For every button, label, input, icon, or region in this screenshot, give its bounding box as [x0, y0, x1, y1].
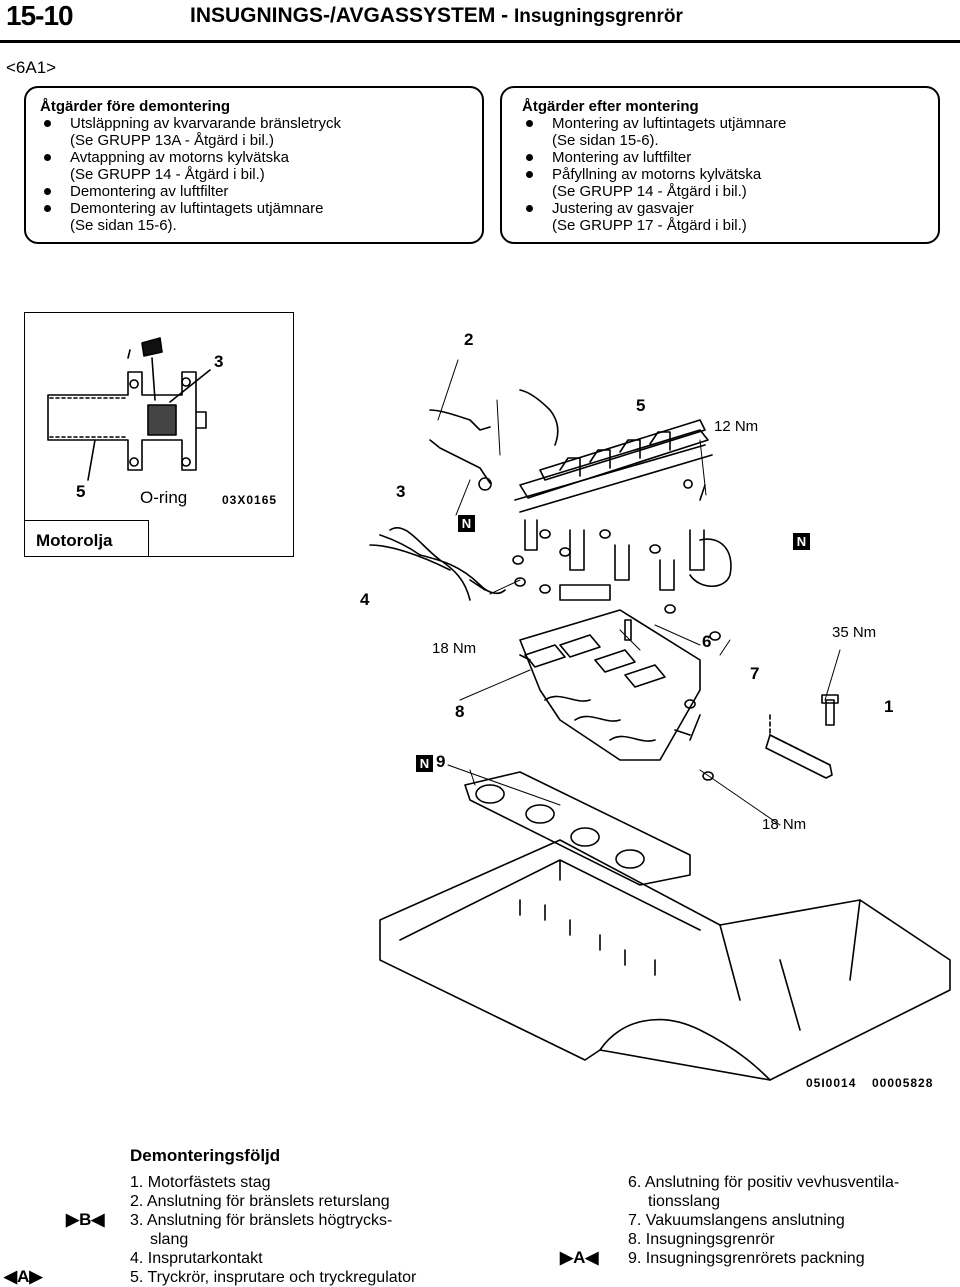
- removal-sequence-heading: Demonteringsföljd: [130, 1146, 281, 1165]
- list-item: Påfyllning av motorns kylvätska(Se GRUPP…: [522, 166, 786, 200]
- list-item: Montering av luftintagets utjämnare(Se s…: [522, 115, 786, 149]
- fuel-rail-drawing: [369, 389, 732, 641]
- title-separator: -: [495, 4, 514, 27]
- leader-lines: [437, 359, 841, 826]
- list-item: 7. Vakuumslangens anslutning: [628, 1212, 845, 1229]
- before-removal-list: Utsläppning av kvarvarande bränsletryck(…: [40, 115, 341, 234]
- bullet-icon: [526, 171, 533, 178]
- torque-18-nm-gasket: 18 Nm: [762, 816, 807, 833]
- list-item: Demontering av luftfilter: [40, 183, 341, 200]
- bullet-icon: [44, 120, 51, 127]
- bullet-icon: [526, 120, 533, 127]
- procedure-marker-a-left: ◀A▶: [4, 1267, 43, 1286]
- callout-6: 6: [702, 632, 712, 651]
- list-item: Montering av luftfilter: [522, 149, 786, 166]
- page-number: 15-10: [6, 0, 74, 31]
- new-part-badge: N: [458, 515, 475, 532]
- bullet-icon: [44, 154, 51, 161]
- list-item: Avtappning av motorns kylvätska(Se GRUPP…: [40, 149, 341, 183]
- bullet-icon: [526, 205, 533, 212]
- new-part-badge: N: [416, 755, 433, 772]
- list-item: Justering av gasvajer(Se GRUPP 17 - Åtgä…: [522, 200, 786, 234]
- page-title: INSUGNINGS-/AVGASSYSTEM - Insugningsgren…: [190, 4, 683, 28]
- before-removal-box: Åtgärder före demontering Utsläppning av…: [24, 86, 484, 244]
- callout-9: 9: [436, 752, 446, 771]
- figure-number: 00005828: [872, 1076, 934, 1090]
- torque-12-nm: 12 Nm: [714, 418, 759, 435]
- arrow-right-icon: ▶: [29, 1267, 43, 1286]
- inset-callout-3: 3: [214, 352, 224, 371]
- inset-figure-code: 03X0165: [222, 493, 278, 507]
- model-code: <6A1>: [6, 58, 57, 77]
- arrow-left-icon: ◀: [585, 1248, 599, 1267]
- procedure-marker-b: ▶B◀: [66, 1210, 105, 1229]
- callout-4: 4: [360, 590, 370, 609]
- oil-label-box: [24, 520, 149, 557]
- figure-code: 05I0014: [806, 1076, 857, 1090]
- arrow-right-icon: ▶: [66, 1210, 80, 1229]
- intake-manifold-drawing: [519, 609, 714, 781]
- arrow-left-icon: ◀: [4, 1267, 18, 1286]
- bullet-icon: [44, 188, 51, 195]
- manifold-gasket-drawing: [464, 771, 691, 886]
- procedure-marker-a: ▶A◀: [560, 1248, 599, 1267]
- after-install-box: Åtgärder efter montering Montering av lu…: [500, 86, 940, 244]
- callout-3: 3: [396, 482, 406, 501]
- list-item: Demontering av luftintagets utjämnare(Se…: [40, 200, 341, 234]
- bullet-icon: [44, 205, 51, 212]
- torque-18-nm-manifold: 18 Nm: [432, 640, 477, 657]
- inset-callout-5: 5: [76, 482, 86, 501]
- title-sub: Insugningsgrenrör: [513, 6, 683, 27]
- list-item: 3. Anslutning för bränslets högtrycks-sl…: [130, 1212, 393, 1248]
- list-item: 4. Insprutarkontakt: [130, 1250, 263, 1267]
- inset-injector-drawing: [47, 337, 211, 481]
- list-item: 2. Anslutning för bränslets returslang: [130, 1193, 390, 1210]
- bullet-icon: [526, 154, 533, 161]
- callout-2: 2: [464, 330, 474, 349]
- new-part-badge: N: [793, 533, 810, 550]
- arrow-right-icon: ▶: [560, 1248, 574, 1267]
- after-install-heading: Åtgärder efter montering: [522, 98, 699, 115]
- callout-5: 5: [636, 396, 646, 415]
- list-item: 6. Anslutning för positiv vevhusventila-…: [628, 1174, 900, 1210]
- oil-label: Motorolja: [36, 531, 113, 550]
- engine-stay-drawing: [765, 694, 839, 779]
- header-rule: [0, 40, 960, 43]
- callout-7: 7: [750, 664, 760, 683]
- oring-inset: [24, 312, 294, 557]
- list-item: 9. Insugningsgrenrörets packning: [628, 1250, 865, 1267]
- list-item: 1. Motorfästets stag: [130, 1174, 271, 1191]
- cylinder-head-drawing: [379, 839, 951, 1081]
- list-item: 5. Tryckrör, insprutare och tryckregulat…: [130, 1269, 417, 1286]
- arrow-left-icon: ◀: [91, 1210, 105, 1229]
- oring-label: O-ring: [140, 488, 188, 507]
- before-removal-heading: Åtgärder före demontering: [40, 98, 231, 115]
- list-item: Utsläppning av kvarvarande bränsletryck(…: [40, 115, 341, 149]
- callout-8: 8: [455, 702, 465, 721]
- title-main: INSUGNINGS-/AVGASSYSTEM: [190, 4, 496, 27]
- list-item: 8. Insugningsgrenrör: [628, 1231, 775, 1248]
- after-install-list: Montering av luftintagets utjämnare(Se s…: [522, 115, 786, 234]
- torque-35-nm: 35 Nm: [832, 624, 877, 641]
- callout-1: 1: [884, 697, 894, 716]
